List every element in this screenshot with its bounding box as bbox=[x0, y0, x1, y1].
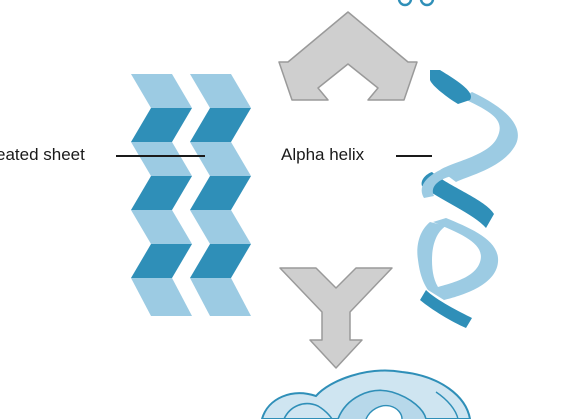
pleated-sheet-label: eated sheet bbox=[0, 145, 85, 164]
alpha-helix bbox=[417, 70, 518, 328]
beta-pleated-sheet bbox=[131, 74, 251, 316]
arrow-merge-down-icon bbox=[279, 267, 393, 369]
alpha-helix-label: Alpha helix bbox=[281, 145, 365, 164]
primary-structure-fragment bbox=[397, 0, 435, 7]
arrow-split-up-icon bbox=[278, 11, 418, 101]
tertiary-structure-fragment bbox=[260, 369, 472, 419]
sheet-strand-left bbox=[131, 74, 192, 316]
sheet-strand-right bbox=[190, 74, 251, 316]
